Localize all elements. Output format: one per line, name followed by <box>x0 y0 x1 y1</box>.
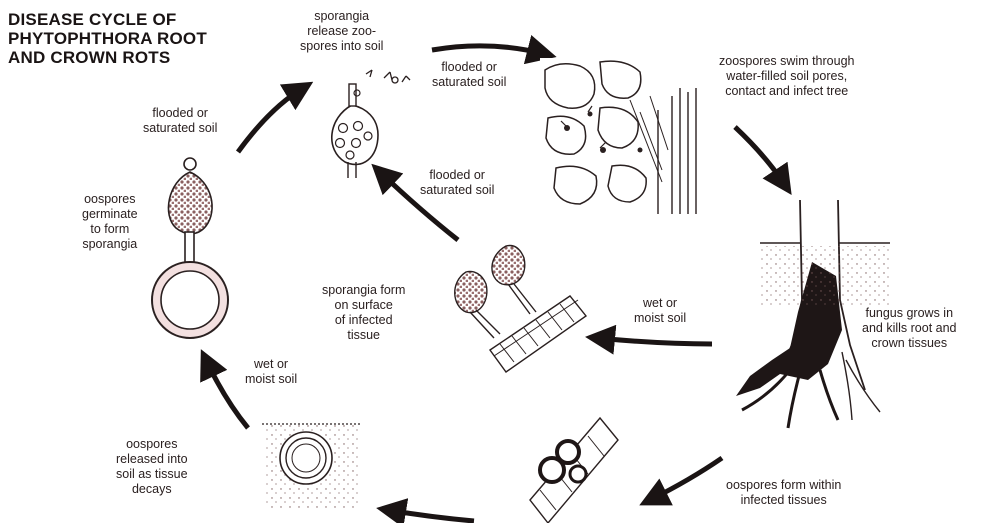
label-oospores-form: oospores form within infected tissues <box>726 478 841 508</box>
label-oospores-released: oospores released into soil as tissue de… <box>116 437 188 497</box>
label-condition-inner: flooded or saturated soil <box>420 168 494 198</box>
arrow-top <box>432 46 545 54</box>
label-line: sporangia <box>300 9 383 24</box>
label-line: on surface <box>322 298 405 313</box>
label-sporangia-release: sporangia release zoo- spores into soil <box>300 9 383 54</box>
germinating-oospore-illustration <box>152 158 228 338</box>
label-line: saturated soil <box>420 183 494 198</box>
label-line: decays <box>116 482 188 497</box>
label-line: saturated soil <box>143 121 217 136</box>
arrow-top-left <box>238 88 303 152</box>
label-line: wet or <box>634 296 686 311</box>
label-line: moist soil <box>245 372 297 387</box>
label-line: released into <box>116 452 188 467</box>
oospores-in-tissue-illustration <box>530 418 618 523</box>
label-fungus-kills: fungus grows in and kills root and crown… <box>862 306 957 351</box>
sporangium-releasing-zoospores-illustration <box>332 70 410 178</box>
label-line: crown tissues <box>862 336 957 351</box>
arrow-bottom-right <box>650 458 722 500</box>
label-line: germinate <box>82 207 138 222</box>
label-line: spores into soil <box>300 39 383 54</box>
label-line: tissue <box>322 328 405 343</box>
arrow-right-down <box>735 127 785 185</box>
label-line: of infected <box>322 313 405 328</box>
label-line: oospores form within <box>726 478 841 493</box>
label-line: flooded or <box>432 60 506 75</box>
label-line: water-filled soil pores, <box>719 69 854 84</box>
label-line: wet or <box>245 357 297 372</box>
arrow-inner-left <box>597 338 712 344</box>
title-line: AND CROWN ROTS <box>8 48 207 67</box>
label-line: sporangia form <box>322 283 405 298</box>
label-line: soil as tissue <box>116 467 188 482</box>
label-line: fungus grows in <box>862 306 957 321</box>
label-line: contact and infect tree <box>719 84 854 99</box>
label-condition-bottom-left: wet or moist soil <box>245 357 297 387</box>
label-line: infected tissues <box>726 493 841 508</box>
label-line: sporangia <box>82 237 138 252</box>
label-oospores-germinate: oospores germinate to form sporangia <box>82 192 138 252</box>
label-line: release zoo- <box>300 24 383 39</box>
label-line: oospores <box>116 437 188 452</box>
arrow-bottom <box>388 510 474 521</box>
label-line: and kills root and <box>862 321 957 336</box>
label-sporangia-form: sporangia form on surface of infected ti… <box>322 283 405 343</box>
label-line: flooded or <box>420 168 494 183</box>
oospore-in-soil-illustration <box>262 424 360 510</box>
arrow-left-up <box>206 360 248 428</box>
label-condition-right-inner: wet or moist soil <box>634 296 686 326</box>
label-line: flooded or <box>143 106 217 121</box>
title-line: PHYTOPHTHORA ROOT <box>8 29 207 48</box>
label-condition-top-left: flooded or saturated soil <box>143 106 217 136</box>
label-condition-top: flooded or saturated soil <box>432 60 506 90</box>
label-line: moist soil <box>634 311 686 326</box>
title-line: DISEASE CYCLE OF <box>8 10 207 29</box>
sporangia-on-tissue-illustration <box>455 246 586 373</box>
soil-root-tissue-illustration <box>540 58 698 216</box>
label-line: saturated soil <box>432 75 506 90</box>
label-line: zoospores swim through <box>719 54 854 69</box>
label-line: to form <box>82 222 138 237</box>
label-zoospores-infect: zoospores swim through water-filled soil… <box>719 54 854 99</box>
label-line: oospores <box>82 192 138 207</box>
diagram-title: DISEASE CYCLE OF PHYTOPHTHORA ROOT AND C… <box>8 10 207 67</box>
